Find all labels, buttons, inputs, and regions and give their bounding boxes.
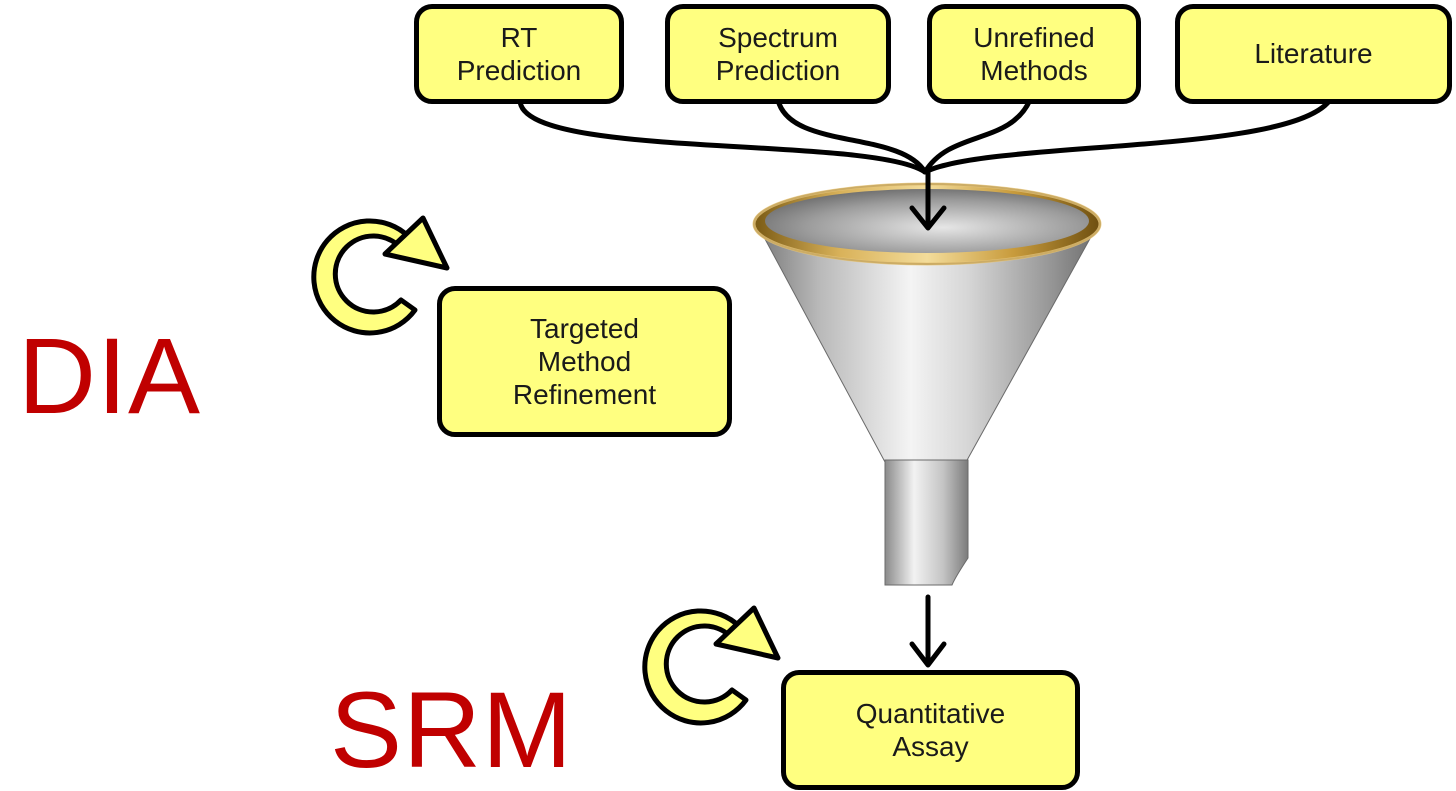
connector-rt	[517, 97, 928, 175]
input-box-unrefined-methods: Unrefined Methods	[927, 4, 1141, 104]
input-label-literature: Literature	[1254, 38, 1373, 70]
step-label-targeted-method-refinement: Targeted Method Refinement	[512, 312, 657, 411]
step-label-quantitative-assay: Quantitative Assay	[855, 697, 1006, 762]
stage-title-srm: SRM	[330, 669, 573, 790]
input-label-rt-prediction: RT Prediction	[456, 21, 582, 86]
cycle-arrow-icon	[311, 215, 450, 336]
connector-spectrum	[775, 97, 928, 175]
cycle-arrow-icon	[642, 605, 781, 726]
stage-title-dia: DIA	[18, 315, 202, 436]
step-box-quantitative-assay: Quantitative Assay	[781, 670, 1080, 790]
input-label-unrefined-methods: Unrefined Methods	[973, 21, 1095, 86]
input-box-rt-prediction: RT Prediction	[414, 4, 624, 104]
input-label-spectrum-prediction: Spectrum Prediction	[715, 21, 841, 86]
input-box-literature: Literature	[1175, 4, 1452, 104]
funnel-icon	[752, 182, 1102, 586]
step-box-targeted-method-refinement: Targeted Method Refinement	[437, 286, 732, 437]
input-box-spectrum-prediction: Spectrum Prediction	[665, 4, 891, 104]
down-arrow-icon	[909, 594, 947, 668]
connector-unrefined	[922, 97, 1033, 175]
connector-literature	[922, 97, 1333, 175]
input-connectors	[517, 97, 1333, 175]
down-arrow-icon	[909, 167, 947, 231]
